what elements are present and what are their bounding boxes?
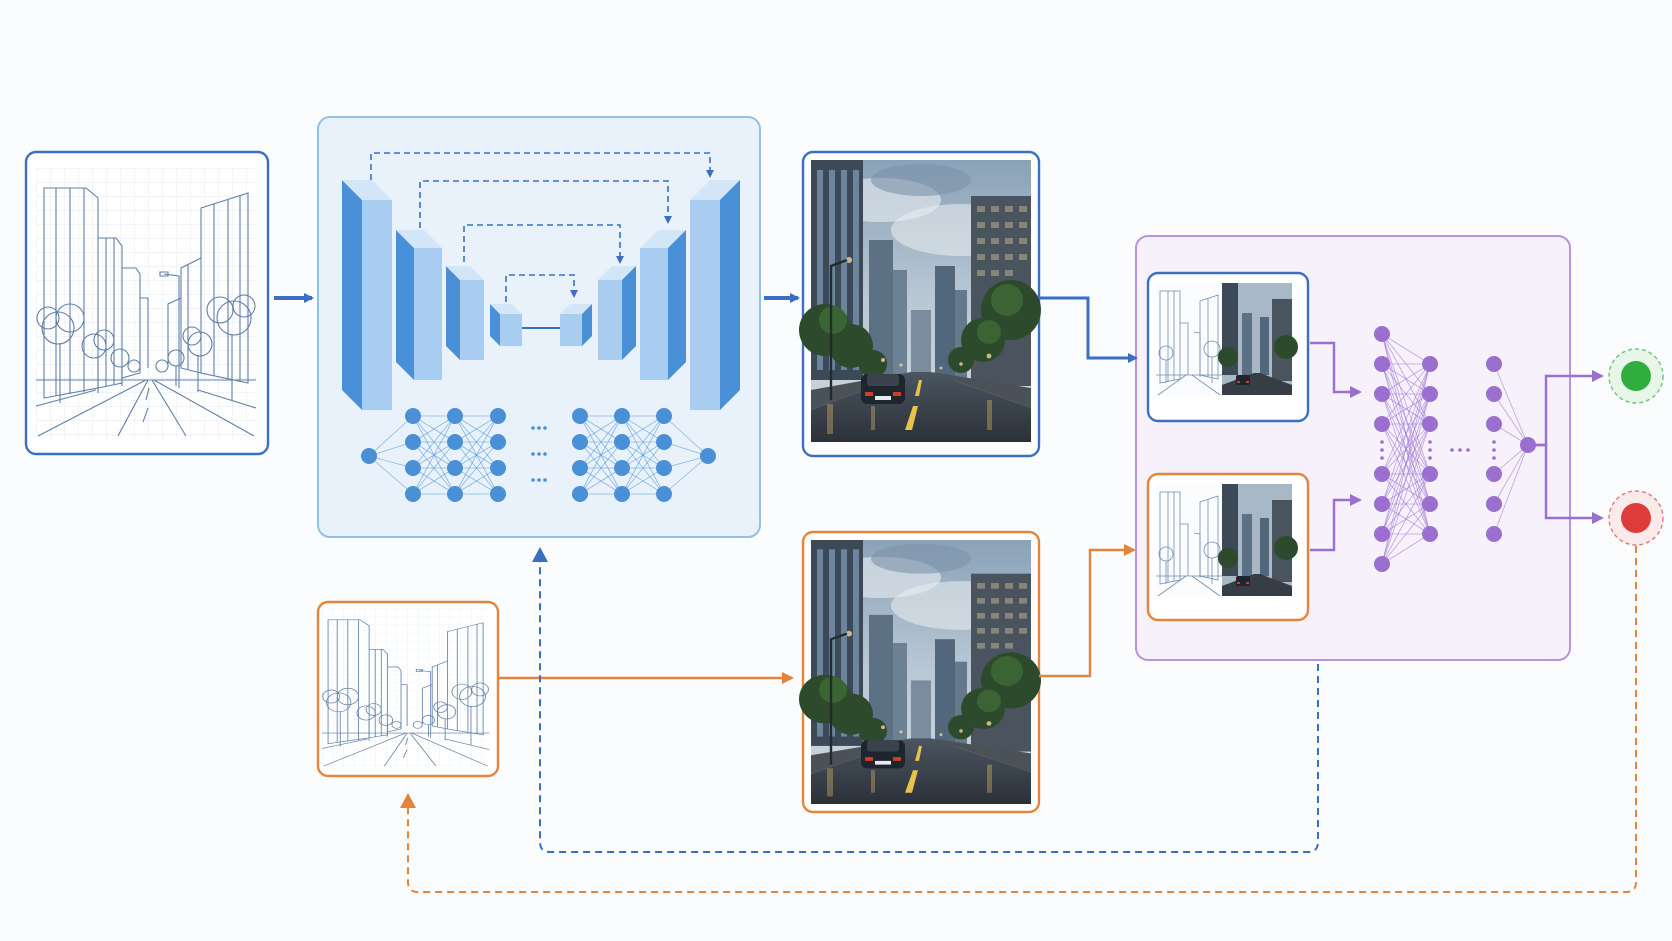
arrow-real-to-discriminator [1039, 550, 1134, 676]
ellipsis-dot [1380, 456, 1384, 460]
network-node [656, 434, 672, 450]
network-node [1422, 386, 1438, 402]
network-node [1422, 356, 1438, 372]
input-sketch-panel [26, 152, 268, 454]
ellipsis-dot [531, 478, 535, 482]
network-node [490, 434, 506, 450]
network-node [1486, 386, 1502, 402]
network-node [490, 408, 506, 424]
real-pair-thumbnail [1148, 474, 1308, 620]
network-node [1374, 526, 1390, 542]
encoder-layer-3 [446, 266, 484, 360]
network-node [1374, 326, 1390, 342]
ellipsis-dot [543, 478, 547, 482]
ellipsis-dot [543, 426, 547, 430]
ellipsis-dot [1458, 448, 1462, 452]
decoder-layer-1 [560, 304, 592, 346]
ellipsis-dot [531, 426, 535, 430]
generated-image-panel [799, 152, 1041, 456]
network-node [1374, 556, 1390, 572]
network-node [1374, 416, 1390, 432]
network-node [614, 486, 630, 502]
encoder-layer-4 [490, 304, 522, 346]
network-node [1374, 386, 1390, 402]
network-node [405, 460, 421, 476]
network-node [572, 460, 588, 476]
network-node [1422, 416, 1438, 432]
ellipsis-dot [1428, 440, 1432, 444]
network-node [572, 486, 588, 502]
red-circle-icon [1609, 491, 1663, 545]
network-node [614, 434, 630, 450]
network-node [656, 486, 672, 502]
ellipsis-dot [1380, 440, 1384, 444]
network-node [361, 448, 377, 464]
network-node [447, 434, 463, 450]
network-node [490, 486, 506, 502]
network-node [1422, 496, 1438, 512]
encoder-layer-2 [396, 230, 442, 380]
network-node [405, 434, 421, 450]
ellipsis-dot [1428, 456, 1432, 460]
network-node [405, 408, 421, 424]
green-circle-icon [1609, 349, 1663, 403]
ellipsis-dot [543, 452, 547, 456]
generator-feedback-arrowhead [532, 547, 548, 562]
encoder-layer-1 [342, 180, 392, 410]
ellipsis-dot [1492, 448, 1496, 452]
network-node [1486, 526, 1502, 542]
network-node [447, 408, 463, 424]
ellipsis-dot [531, 452, 535, 456]
arrow-generated-to-discriminator [1039, 298, 1136, 358]
decoder-layer-2 [598, 266, 636, 360]
network-node [1374, 356, 1390, 372]
network-node [656, 408, 672, 424]
real-image-panel [799, 532, 1041, 812]
ellipsis-dot [537, 478, 541, 482]
network-node [490, 460, 506, 476]
ellipsis-dot [1492, 456, 1496, 460]
decoder-layer-4 [690, 180, 740, 410]
network-node [447, 486, 463, 502]
ellipsis-dot [1450, 448, 1454, 452]
network-node [405, 486, 421, 502]
network-node [700, 448, 716, 464]
ellipsis-dot [1428, 448, 1432, 452]
ellipsis-dot [537, 426, 541, 430]
network-node [614, 408, 630, 424]
network-node [1486, 496, 1502, 512]
fake-pair-thumbnail [1148, 273, 1308, 421]
ellipsis-dot [1466, 448, 1470, 452]
network-node [1422, 466, 1438, 482]
network-node [656, 460, 672, 476]
ellipsis-dot [537, 452, 541, 456]
network-node [1374, 466, 1390, 482]
network-node [1422, 526, 1438, 542]
network-node [572, 434, 588, 450]
network-node [1486, 466, 1502, 482]
network-node [1374, 496, 1390, 512]
network-node [572, 408, 588, 424]
ellipsis-dot [1492, 440, 1496, 444]
network-node [1486, 356, 1502, 372]
ellipsis-dot [1380, 448, 1384, 452]
network-node [447, 460, 463, 476]
network-node [614, 460, 630, 476]
discriminator-feedback-arrowhead [400, 793, 416, 808]
network-node [1486, 416, 1502, 432]
real-sketch-panel [318, 602, 498, 776]
decoder-layer-3 [640, 230, 686, 380]
